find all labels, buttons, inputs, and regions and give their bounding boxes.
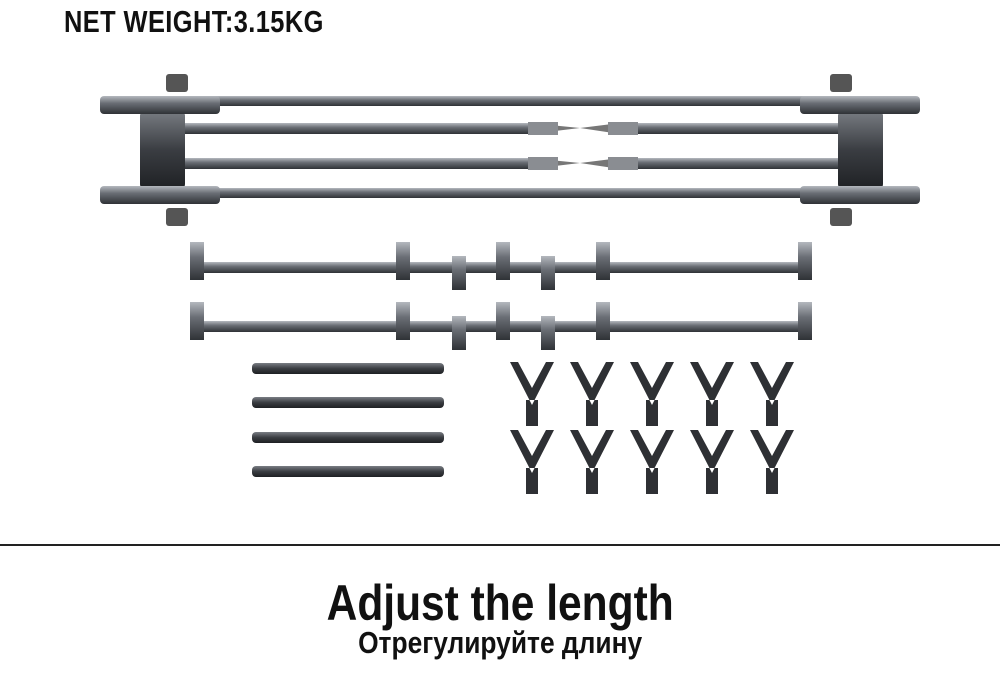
net-weight-label: NET WEIGHT:3.15KG [64,4,324,39]
divider [0,544,1000,546]
rod-pod-product-image [100,74,920,494]
title-wrap: Adjust the length [0,574,1000,632]
bank-sticks [252,363,444,477]
subtitle-wrap: Отрегулируйте длину [0,625,1000,661]
title: Adjust the length [326,575,674,631]
rod-rests [510,362,794,494]
buzz-bar [190,302,812,350]
pod-frame [100,74,920,226]
buzz-bar [190,242,812,290]
subtitle: Отрегулируйте длину [357,625,643,660]
